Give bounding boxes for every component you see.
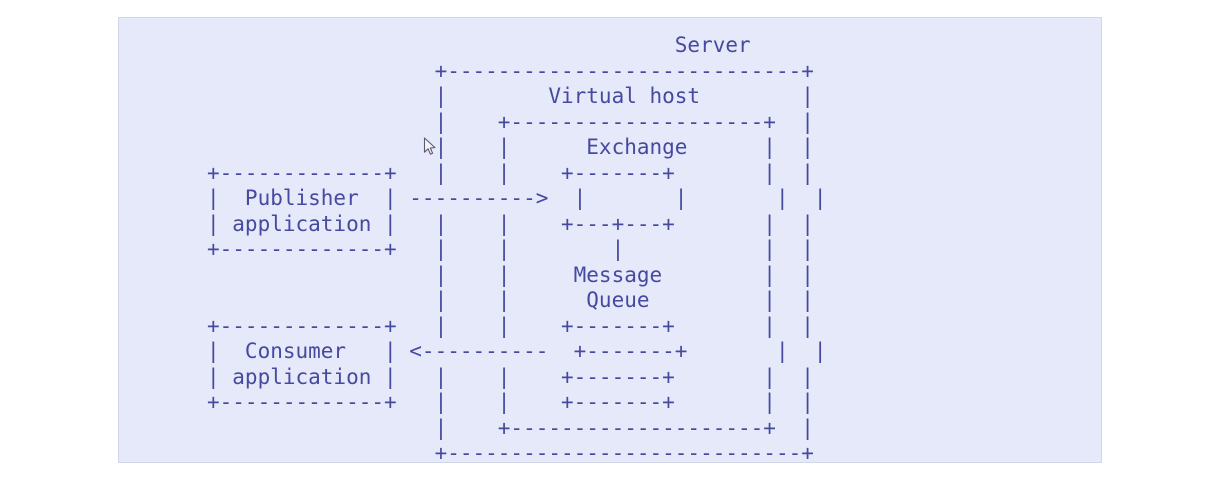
ascii-architecture-diagram: Server +----------------------------+ | …: [207, 33, 827, 463]
ascii-diagram-panel: Server +----------------------------+ | …: [118, 17, 1102, 463]
